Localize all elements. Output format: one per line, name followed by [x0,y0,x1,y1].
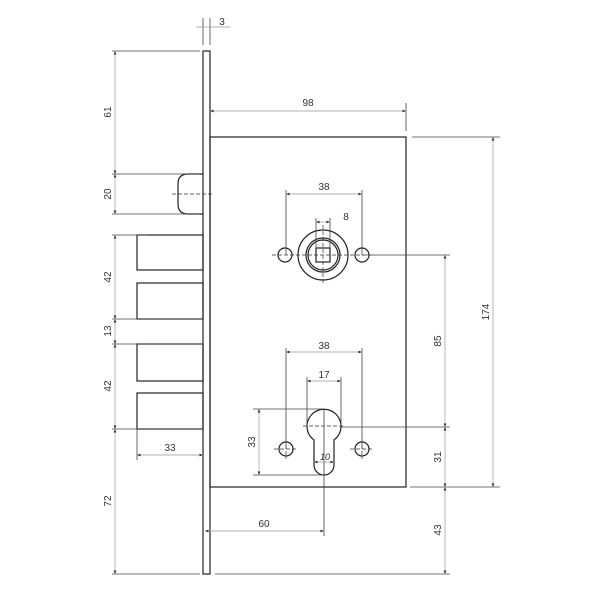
dim-latch-height: 20 [103,188,114,200]
dim-bolt-throw: 33 [164,443,176,454]
dim-spindle-to-cylinder: 85 [433,335,444,347]
dim-spindle-screw-spacing: 38 [318,182,330,193]
dimension-lines [113,51,495,574]
dim-cylinder-height: 33 [247,436,258,448]
lock-case [209,136,407,488]
dim-bottom-to-bolt: 72 [103,495,114,507]
cylinder-cutout [274,408,374,536]
dim-cylinder-screw-spacing: 38 [318,341,330,352]
spindle-hub [272,225,375,285]
dim-spindle-square: 8 [343,212,349,223]
dim-top-to-latch: 61 [103,106,114,118]
dim-case-height: 174 [481,303,492,320]
dim-cylinder-slot: 10 [320,452,330,462]
dim-cylinder-to-case-bottom: 31 [433,451,444,463]
dim-case-bottom-to-end: 43 [433,524,444,536]
dim-bolt-lower: 42 [103,380,114,392]
dim-faceplate-thickness: 3 [219,17,225,28]
dim-cylinder-width: 17 [318,370,330,381]
dim-bolt-upper: 42 [103,271,114,283]
faceplate [202,50,211,575]
dim-case-depth: 98 [302,98,314,109]
extension-lines [112,18,500,575]
dim-bolt-gap: 13 [103,325,114,337]
dim-backset: 60 [258,519,270,530]
dead-bolts [136,234,204,430]
